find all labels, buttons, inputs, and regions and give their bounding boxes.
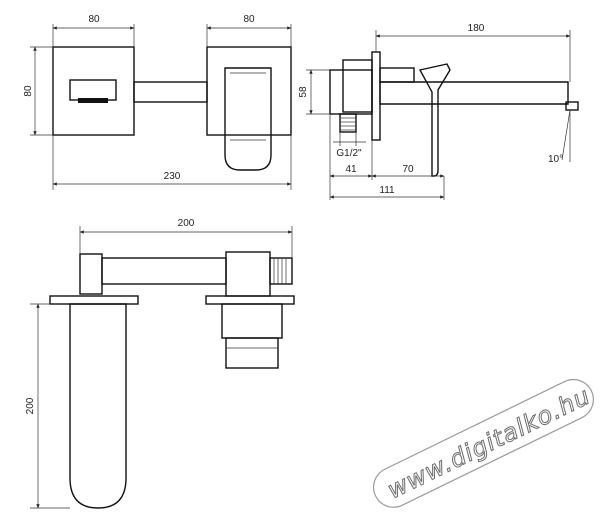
rear-body (329, 69, 373, 115)
top-wall-plate-left (49, 295, 139, 305)
dim-side-angle: 10° (548, 154, 563, 165)
front-view: 80 80 80 230 (23, 14, 292, 190)
dim-side-depth-70: 70 (402, 164, 414, 175)
top-wall-plate-right (205, 295, 295, 305)
dim-side-spout-length: 180 (468, 23, 485, 34)
cartridge (342, 59, 373, 113)
dim-top-width: 200 (178, 218, 195, 229)
dim-side-height: 58 (298, 86, 309, 98)
side-lever (418, 63, 451, 177)
top-lever (225, 337, 279, 369)
dim-side-thread: G1/2" (336, 148, 362, 159)
watermark: www.digitalko.hu (372, 378, 595, 508)
top-pipe (101, 257, 227, 285)
dim-side-total-depth: 111 (379, 185, 395, 196)
dim-front-left-width: 80 (88, 14, 100, 25)
top-spout (69, 303, 127, 509)
dim-side-depth-41: 41 (345, 164, 357, 175)
aerator (78, 98, 108, 103)
spout-outlet (69, 79, 117, 101)
watermark-text: www.digitalko.hu (383, 382, 595, 505)
dim-front-height: 80 (23, 85, 34, 97)
side-view: 10° 180 58 G1/2" 41 70 111 (298, 23, 579, 200)
dim-front-total-width: 230 (164, 171, 181, 182)
top-lever-base (221, 303, 283, 339)
dim-top-spout-length: 200 (25, 397, 36, 414)
thread-connector (339, 113, 357, 133)
top-valve-body (225, 251, 271, 297)
right-plate (206, 46, 292, 136)
spout-aerator (565, 101, 579, 111)
lever-hub (379, 67, 415, 83)
wall-plate (371, 51, 381, 141)
lever-handle (224, 67, 272, 171)
top-thread (269, 257, 293, 285)
dim-front-right-width: 80 (243, 14, 255, 25)
spout (379, 81, 569, 105)
connecting-pipe (133, 81, 208, 103)
left-plate (52, 46, 135, 136)
top-view: 200 200 (25, 218, 295, 509)
top-spout-body (79, 253, 103, 295)
